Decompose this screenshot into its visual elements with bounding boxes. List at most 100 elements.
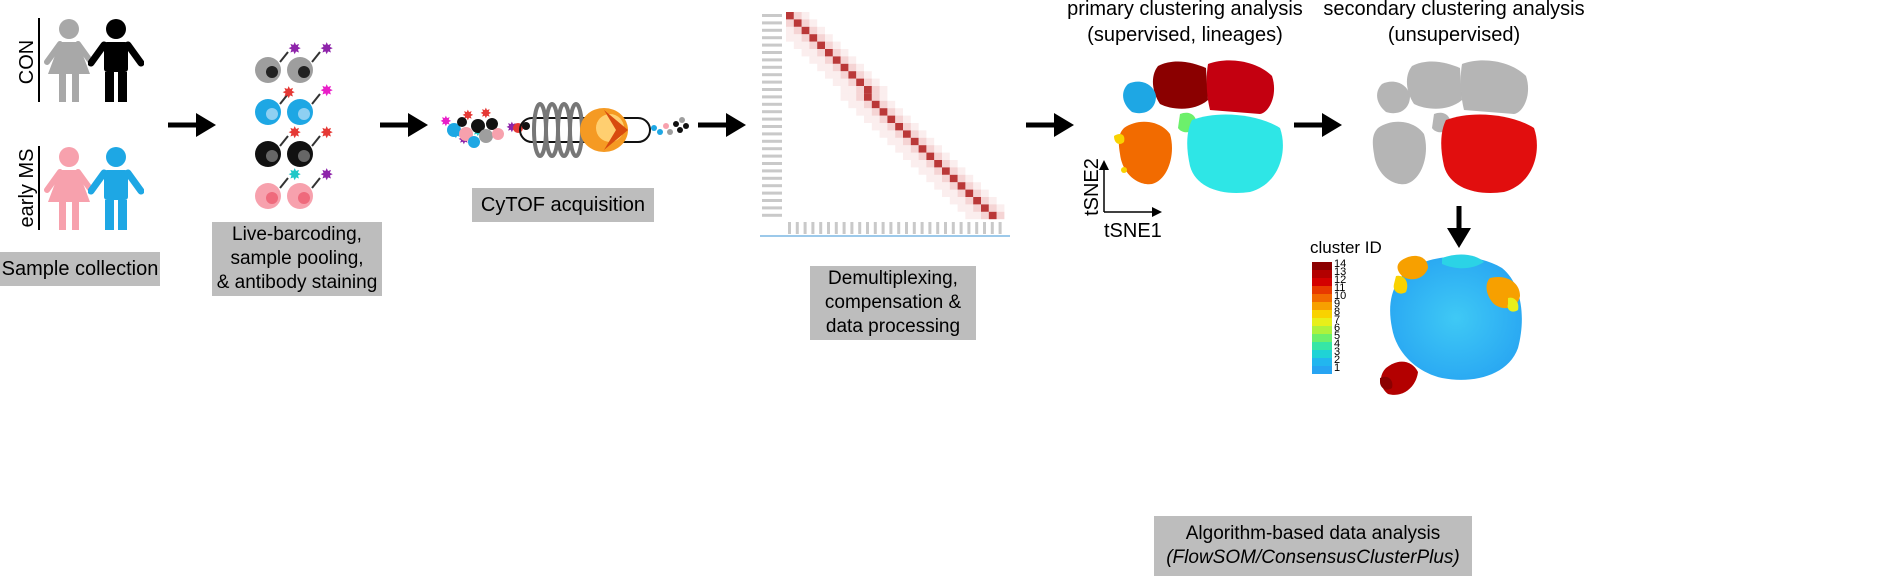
matrix-cell	[942, 182, 950, 190]
matrix-cell	[981, 197, 989, 205]
arrow-icon	[380, 113, 428, 137]
matrix-cell	[864, 71, 872, 79]
matrix-cell	[934, 182, 942, 190]
matrix-cell	[949, 182, 958, 190]
svg-text:✸: ✸	[480, 106, 492, 122]
matrix-cell	[848, 63, 857, 72]
matrix-cell	[856, 78, 864, 86]
matrix-cell	[957, 197, 966, 205]
arrow-down-icon	[1447, 206, 1471, 248]
matrix-cell	[965, 204, 974, 212]
matrix-row-label	[762, 169, 782, 173]
matrix-cell	[879, 115, 888, 123]
matrix-cell	[817, 26, 825, 35]
matrix-col-label	[795, 222, 799, 234]
matrix-cell	[848, 86, 857, 94]
matrix-cell	[942, 189, 950, 197]
matrix-cell	[934, 152, 942, 160]
matrix-cell	[965, 174, 974, 183]
barcoded-cells-illustration: ✸✸ ✸✸ ✸✸ ✸✸	[255, 40, 333, 209]
matrix-row-label	[762, 14, 782, 17]
matrix-col-label	[811, 222, 815, 234]
legend-swatch	[1312, 334, 1332, 343]
legend-swatch	[1312, 326, 1332, 335]
matrix-cell	[996, 211, 1005, 220]
matrix-cell	[934, 145, 942, 153]
legend-label: 9	[1334, 298, 1341, 310]
matrix-cell	[856, 93, 864, 101]
matrix-cell	[817, 34, 825, 42]
legend-swatch	[1312, 366, 1332, 374]
arrow-icon	[1294, 113, 1342, 137]
matrix-cell	[934, 160, 942, 168]
matrix-cell	[957, 182, 966, 190]
matrix-cell	[965, 211, 974, 220]
matrix-row-label	[762, 191, 782, 195]
matrix-cell	[856, 100, 864, 109]
matrix-col-label	[881, 222, 885, 234]
matrix-cell	[949, 197, 958, 205]
matrix-cell	[918, 152, 927, 160]
cytof-line: CyTOF acquisition	[480, 194, 646, 216]
matrix-cell	[895, 115, 903, 123]
matrix-col-label	[788, 222, 791, 234]
primary-tsne-plot	[1114, 60, 1283, 193]
matrix-cell	[918, 145, 927, 153]
matrix-cell	[965, 197, 974, 205]
matrix-cell	[864, 86, 872, 94]
matrix-cell	[887, 137, 896, 146]
tsne-axes	[1099, 160, 1162, 217]
matrix-cell	[942, 167, 950, 175]
algorithm-line-2: (FlowSOM/ConsensusClusterPlus)	[1166, 547, 1460, 568]
legend-label: 14	[1334, 258, 1347, 270]
matrix-cell	[981, 189, 989, 197]
arrow-icon	[698, 113, 746, 137]
matrix-col-label	[959, 222, 963, 234]
matrix-cell	[957, 167, 966, 175]
algorithm-box: Algorithm-based data analysis (FlowSOM/C…	[1154, 516, 1472, 576]
demux-line-3: data processing	[825, 316, 961, 337]
legend-swatch	[1312, 294, 1332, 303]
matrix-cell	[809, 49, 818, 57]
legend-label: 7	[1334, 314, 1341, 326]
matrix-row-label	[762, 199, 782, 202]
matrix-row-label	[762, 80, 782, 84]
matrix-cell	[832, 71, 841, 79]
matrix-cell	[840, 63, 849, 72]
matrix-cell	[910, 137, 919, 146]
legend-label: 1	[1334, 362, 1341, 374]
matrix-cell	[934, 167, 942, 175]
matrix-cell	[981, 211, 989, 220]
matrix-col-label	[944, 222, 947, 234]
matrix-col-label	[866, 222, 869, 234]
matrix-cell	[817, 41, 825, 49]
arrow-icon	[1026, 113, 1074, 137]
matrix-row-label	[762, 147, 782, 151]
matrix-cell	[848, 56, 857, 64]
con-female-icon	[44, 19, 94, 102]
demux-line-2: compensation &	[824, 292, 962, 313]
matrix-cell	[934, 174, 942, 183]
con-divider	[38, 18, 40, 102]
matrix-cell	[809, 34, 818, 42]
matrix-col-label	[803, 222, 807, 234]
matrix-cell	[840, 78, 849, 86]
matrix-col-label	[967, 222, 971, 234]
matrix-cell	[864, 93, 872, 101]
matrix-col-label	[834, 222, 838, 234]
matrix-cell	[973, 204, 981, 212]
matrix-cell	[809, 19, 818, 27]
matrix-cell	[825, 49, 833, 57]
matrix-cell	[973, 197, 981, 205]
legend-swatch	[1312, 342, 1332, 351]
legend-swatch	[1312, 270, 1332, 279]
matrix-cell	[879, 108, 888, 116]
matrix-col-label	[873, 222, 877, 234]
sample-collection-line: Sample collection	[1, 258, 159, 280]
matrix-cell	[910, 130, 919, 138]
legend-label: 12	[1334, 274, 1347, 286]
matrix-row-label	[762, 95, 782, 99]
legend-label: 11	[1334, 282, 1346, 294]
matrix-cell	[903, 145, 911, 153]
matrix-cell	[926, 145, 935, 153]
